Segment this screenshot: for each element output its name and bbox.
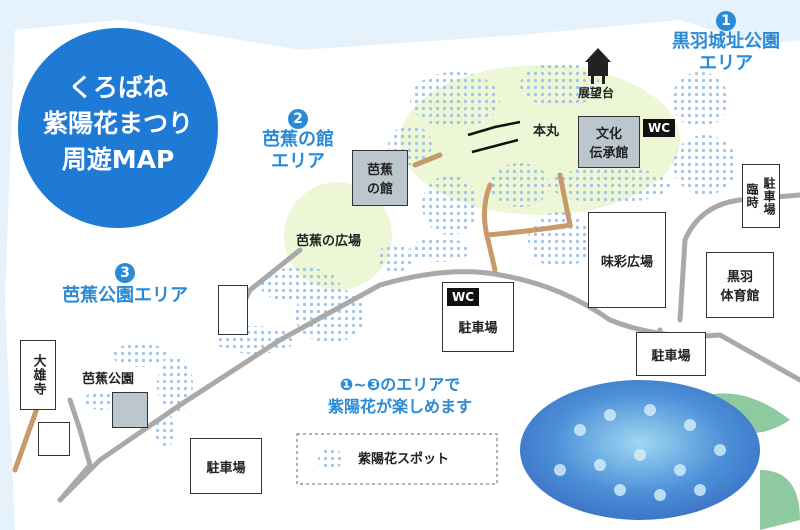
hydrangea-illustration [520,380,800,530]
title-line-3: 周遊MAP [61,145,175,174]
map-title: くろばね 紫陽花まつり 周遊MAP [18,70,218,178]
message-line-2: 紫陽花が楽しめます [327,397,472,416]
basho-park-building[interactable] [112,392,148,428]
area-1-name-line-1: 黒羽城址公園 [672,31,780,52]
wc-badge-castle: WC [643,119,676,137]
message-line-1: ❶~❸のエリアで [339,375,461,394]
honmaru-label: 本丸 [533,124,560,139]
title-circle [18,28,218,228]
green-area-basho-hiroba [284,182,392,290]
basho-no-yakata-label-line-2: の館 [366,182,393,197]
wc-badge-parking: WC [447,288,480,306]
legend-spot-label: 紫陽花スポット [358,452,450,467]
gymnasium-label-line-2: 体育館 [720,289,760,304]
bunka-denshokan-building[interactable]: 文化 伝承館 [578,116,640,168]
basho-no-yakata-building[interactable]: 芭蕉 の館 [352,150,408,206]
basho-park-label: 芭蕉公園 [82,372,135,387]
basho-hiroba-label: 芭蕉の広場 [296,234,362,249]
empty-building-bottom-left [38,422,70,456]
area-1-number-badge: 1 [716,11,736,31]
title-line-1: くろばね [67,73,168,102]
title-line-2: 紫陽花まつり [42,109,193,138]
area-2-name-line-2: エリア [271,151,325,172]
gymnasium-label-line-1: 黒羽 [726,270,753,285]
legend-dot-swatch [318,447,342,471]
kurobane-gymnasium-building[interactable]: 黒羽 体育館 [706,252,774,318]
temporary-parking-label-line-1: 臨時 [745,183,759,209]
area-2-number-badge: 2 [288,109,308,129]
area-2-label[interactable]: 2 芭蕉の館 エリア [248,108,348,173]
walking-paths [12,152,573,473]
temporary-parking-box[interactable]: 臨時 駐車場 [742,164,780,228]
temporary-parking-label-line-2: 駐車場 [762,176,776,216]
observatory-label: 展望台 [578,86,615,100]
area-3-name: 芭蕉公園エリア [62,285,188,306]
area-3-number-badge: 3 [115,263,135,283]
bunka-denshokan-label-line-2: 伝承館 [589,146,629,161]
observatory-icon [585,48,611,84]
area-1-name-line-2: エリア [699,53,753,74]
parking-right-label: 駐車場 [651,348,691,364]
parking-right[interactable]: 駐車場 [636,332,706,376]
bunka-denshokan-label-line-1: 文化 [595,127,622,142]
area-3-label[interactable]: 3 芭蕉公園エリア [40,262,210,309]
hydrangea-dot-clusters [85,63,737,446]
ajisai-hiroba-label: 味彩広場 [600,254,653,270]
parking-bottom-label: 駐車場 [206,460,246,476]
hydrangea-message: ❶~❸のエリアで 紫陽花が楽しめます [300,374,500,418]
parking-center-label: 駐車場 [458,320,498,336]
area-2-name-line-1: 芭蕉の館 [262,129,334,150]
area-1-label[interactable]: 1 黒羽城址公園 エリア [652,10,800,75]
empty-building-area-3 [218,285,248,335]
ajisai-hiroba-area[interactable]: 味彩広場 [588,212,666,308]
basho-no-yakata-label-line-1: 芭蕉 [366,163,393,178]
parking-bottom[interactable]: 駐車場 [190,438,262,494]
daioji-label: 大雄寺 [30,354,46,396]
castle-ruin-marks [467,120,521,154]
daioji-temple[interactable]: 大雄寺 [20,340,56,410]
